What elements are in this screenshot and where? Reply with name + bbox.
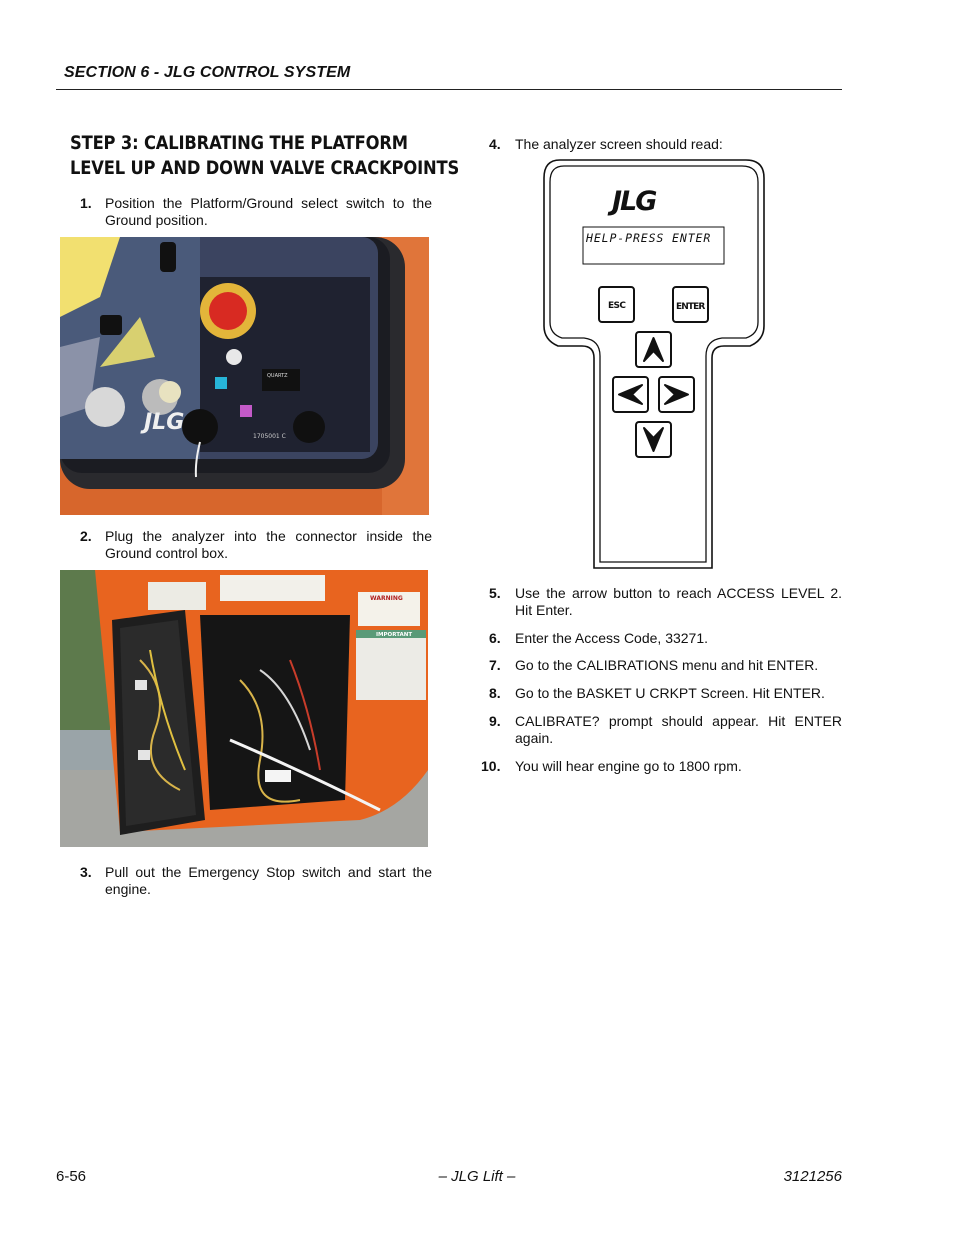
- up-arrow-icon: [643, 337, 664, 362]
- panel-jlg-logo: JLG: [140, 410, 184, 435]
- ground-control-box-photo: WARNING IMPORTANT: [60, 570, 428, 847]
- analyzer-screen-text: HELP-PRESS ENTER: [585, 231, 711, 245]
- step-number: 8.: [489, 685, 501, 701]
- step-item-4: 4. The analyzer screen should read:: [489, 136, 842, 154]
- step-item-5: 5. Use the arrow button to reach ACCESS …: [489, 585, 842, 621]
- step-number: 1.: [80, 195, 92, 211]
- document-number: 3121256: [783, 1168, 842, 1185]
- down-arrow-button[interactable]: [635, 421, 672, 458]
- step-text: Use the arrow button to reach ACCESS LEV…: [515, 585, 842, 618]
- step-number: 9.: [489, 713, 501, 729]
- step-item-9: 9. CALIBRATE? prompt should appear. Hit …: [489, 713, 842, 749]
- left-arrow-button[interactable]: [612, 376, 649, 413]
- step-number: 3.: [80, 864, 92, 880]
- step-item-6: 6. Enter the Access Code, 33271.: [489, 630, 842, 648]
- panel-part-label: 1705001 C: [253, 433, 286, 440]
- step-text: Pull out the Emergency Stop switch and s…: [105, 864, 432, 897]
- step-text: Position the Platform/Ground select swit…: [105, 195, 432, 228]
- step-text: Plug the analyzer into the connector ins…: [105, 528, 432, 561]
- step-title-line-1: STEP 3: CALIBRATING THE PLATFORM: [70, 132, 408, 154]
- left-arrow-icon: [618, 384, 643, 405]
- footer-title: – JLG Lift –: [438, 1168, 516, 1185]
- section-header: SECTION 6 - JLG CONTROL SYSTEM: [64, 64, 351, 81]
- step-item-2: 2. Plug the analyzer into the connector …: [80, 528, 432, 564]
- step-title: STEP 3: CALIBRATING THE PLATFORM LEVEL U…: [70, 131, 460, 181]
- step-item-10: 10. You will hear engine go to 1800 rpm.: [481, 758, 842, 776]
- step-number: 6.: [489, 630, 501, 646]
- step-text: Go to the BASKET U CRKPT Screen. Hit ENT…: [515, 685, 825, 701]
- header-divider: [56, 89, 842, 90]
- enter-button-label: ENTER: [676, 302, 705, 312]
- esc-button-label: ESC: [608, 301, 626, 311]
- step-title-line-2: LEVEL UP AND DOWN VALVE CRACKPOINTS: [70, 157, 460, 179]
- esc-button[interactable]: ESC: [598, 286, 635, 323]
- step-item-3: 3. Pull out the Emergency Stop switch an…: [80, 864, 432, 900]
- important-label: IMPORTANT: [376, 632, 412, 638]
- step-number: 7.: [489, 657, 501, 673]
- step-text: Enter the Access Code, 33271.: [515, 630, 709, 646]
- step-text: You will hear engine go to 1800 rpm.: [515, 758, 742, 774]
- up-arrow-button[interactable]: [635, 331, 672, 368]
- enter-button[interactable]: ENTER: [672, 286, 709, 323]
- control-panel-photo: QUARTZ JLG 1705001 C: [60, 237, 429, 515]
- warning-label: WARNING: [370, 595, 403, 602]
- step-text: The analyzer screen should read:: [515, 136, 723, 152]
- step-number: 2.: [80, 528, 92, 544]
- analyzer-illustration: JLG HELP-PRESS ENTER ESC ENTER: [540, 158, 770, 572]
- step-item-8: 8. Go to the BASKET U CRKPT Screen. Hit …: [489, 685, 842, 703]
- step-text: Go to the CALIBRATIONS menu and hit ENTE…: [515, 657, 819, 673]
- right-arrow-button[interactable]: [658, 376, 695, 413]
- page-number: 6-56: [56, 1168, 87, 1185]
- down-arrow-icon: [643, 427, 664, 452]
- quartz-label: QUARTZ: [267, 373, 288, 379]
- right-arrow-icon: [664, 384, 689, 405]
- step-number: 5.: [489, 585, 501, 601]
- analyzer-jlg-logo: JLG: [607, 186, 656, 217]
- step-text: CALIBRATE? prompt should appear. Hit ENT…: [515, 713, 842, 746]
- step-number: 4.: [489, 136, 501, 152]
- step-number: 10.: [481, 758, 501, 774]
- step-item-7: 7. Go to the CALIBRATIONS menu and hit E…: [489, 657, 842, 675]
- step-item-1: 1. Position the Platform/Ground select s…: [80, 195, 432, 231]
